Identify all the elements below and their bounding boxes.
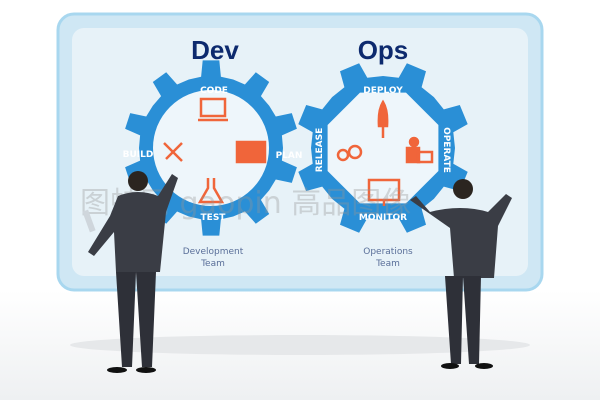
operator-icon [405,136,434,164]
gear-label-operate: OPERATE [441,127,451,173]
ops-gear-hole [327,92,439,204]
monitor-icon [367,178,401,206]
gear-label-build: BUILD [123,150,154,160]
rocket-icon [377,99,389,138]
businessman-right [410,179,512,369]
tools-icon [163,142,183,162]
dev-team-line2: Team [200,259,225,269]
kanban-board-icon [235,140,267,164]
gears-icon [336,144,363,162]
gear-label-plan: PLAN [276,151,303,161]
gear-label-release: RELEASE [315,128,325,173]
floor-shadow [70,335,530,355]
laptop-code-icon [198,97,228,122]
ops-team-line1: Operations [363,247,413,257]
gear-label-monitor: MONITOR [359,213,407,223]
ops-team-line2: Team [375,259,400,269]
gear-label-test: TEST [201,213,227,223]
gear-label-deploy: DEPLOY [363,86,403,96]
ops-title: Ops [358,35,409,65]
dev-gear-hole [153,90,269,206]
gear-label-code: CODE [200,86,228,96]
flask-icon [197,178,225,204]
businessman-left [82,171,178,373]
dev-title: Dev [191,35,239,65]
dev-team-line1: Development [183,247,244,257]
